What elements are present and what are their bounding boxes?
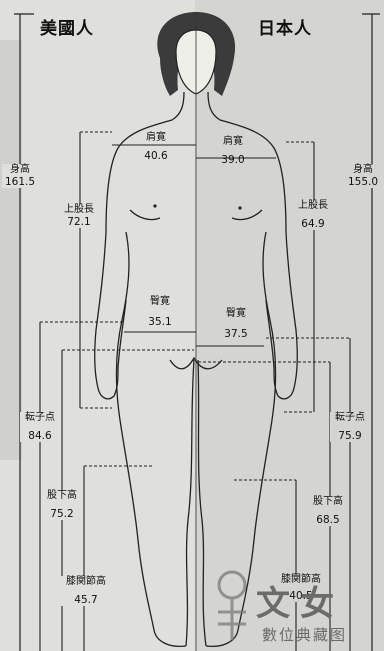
- jp-arm-label: 上股長 64.9: [292, 200, 334, 230]
- jp-header: 日本人: [258, 14, 312, 39]
- us-height-label: 身高 161.5: [2, 164, 38, 188]
- jp-hip-name: 臀寛: [226, 308, 246, 319]
- us-crotch-label: 股下高 75.2: [42, 490, 82, 520]
- us-height-name: 身高: [10, 164, 30, 175]
- us-crotch-value: 75.2: [42, 508, 82, 520]
- us-arm-name: 上股長: [64, 204, 94, 215]
- jp-hip-label: 臀寛 37.5: [216, 308, 256, 340]
- us-knee-value: 45.7: [60, 594, 112, 606]
- jp-crotch-label: 股下高 68.5: [308, 496, 348, 526]
- jp-crotch-name: 股下高: [313, 496, 343, 507]
- jp-hip-value: 37.5: [216, 328, 256, 340]
- jp-shoulder-label: 肩寛 39.0: [212, 136, 254, 166]
- us-arm-value: 72.1: [58, 216, 100, 228]
- us-hip-name: 臀寛: [150, 296, 170, 307]
- watermark-logo-text: 文女: [256, 576, 344, 625]
- jp-height-value: 155.0: [344, 176, 382, 188]
- us-shoulder-name: 肩寛: [146, 132, 166, 143]
- jp-height-name: 身高: [353, 164, 373, 175]
- left-grid-texture: [0, 40, 22, 460]
- us-arm-label: 上股長 72.1: [58, 204, 100, 228]
- us-height-value: 161.5: [2, 176, 38, 188]
- jp-crotch-value: 68.5: [308, 514, 348, 526]
- watermark-subtitle: 數位典藏图: [262, 624, 347, 645]
- jp-trochanter-name: 転子点: [335, 412, 365, 423]
- jp-arm-name: 上股長: [298, 200, 328, 211]
- us-shoulder-label: 肩寛 40.6: [136, 132, 176, 162]
- us-knee-label: 膝関節高 45.7: [60, 576, 112, 606]
- us-knee-name: 膝関節高: [66, 576, 106, 587]
- left-nipple: [153, 204, 156, 207]
- jp-shoulder-value: 39.0: [212, 154, 254, 166]
- jp-shoulder-name: 肩寛: [223, 136, 243, 147]
- right-nipple: [238, 206, 241, 209]
- us-crotch-name: 股下高: [47, 490, 77, 501]
- jp-trochanter-label: 転子点 75.9: [330, 412, 370, 442]
- us-shoulder-value: 40.6: [136, 150, 176, 162]
- us-trochanter-label: 転子点 84.6: [20, 412, 60, 442]
- jp-trochanter-value: 75.9: [330, 430, 370, 442]
- jp-arm-value: 64.9: [292, 218, 334, 230]
- us-hip-value: 35.1: [140, 316, 180, 328]
- us-header: 美國人: [40, 14, 94, 39]
- us-hip-label: 臀寛 35.1: [140, 296, 180, 328]
- us-trochanter-value: 84.6: [20, 430, 60, 442]
- jp-height-label: 身高 155.0: [344, 164, 382, 188]
- us-trochanter-name: 転子点: [25, 412, 55, 423]
